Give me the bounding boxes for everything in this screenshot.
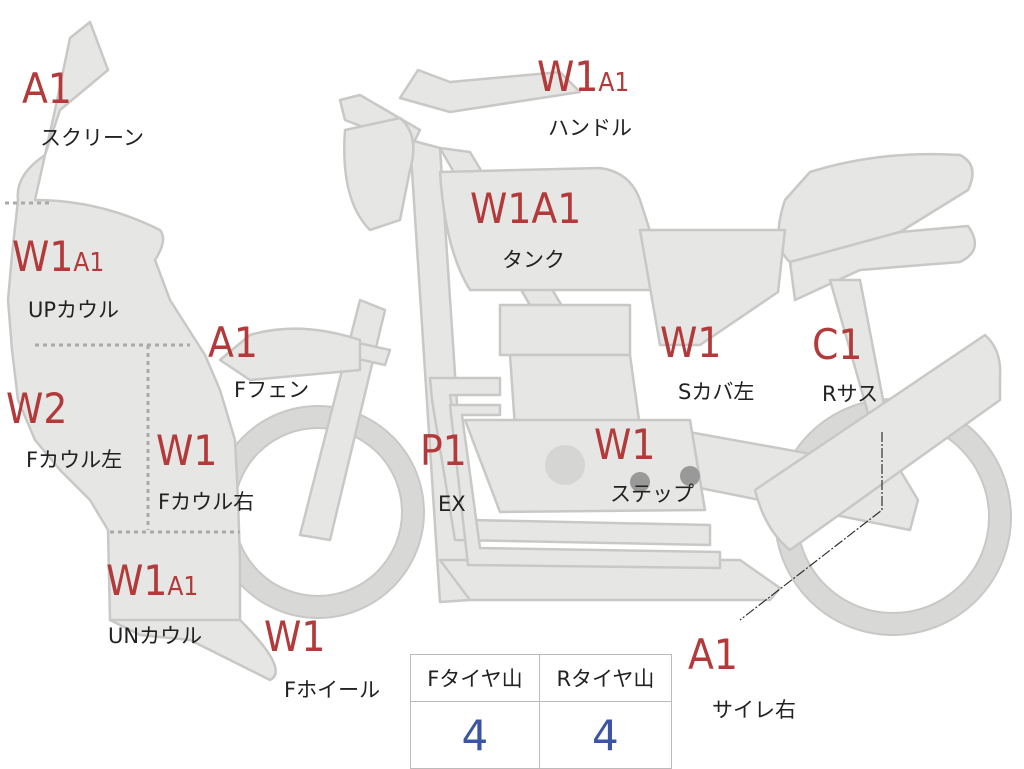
tire-tread-table: Fタイヤ山 Rタイヤ山 4 4: [410, 654, 673, 769]
up-cowl-code: W1A1: [12, 232, 105, 281]
up-cowl-label: UPカウル: [28, 298, 120, 322]
s-cover-left-code: W1: [660, 318, 722, 367]
un-cowl-code: W1A1: [106, 556, 199, 605]
step-label: ステップ: [610, 482, 694, 506]
f-cowl-left-code: W2: [6, 384, 68, 433]
handlebar: [398, 68, 582, 114]
step-code: W1: [594, 420, 656, 469]
tread-value-row: 4 4: [410, 701, 673, 769]
engine: [498, 303, 632, 357]
un-cowl-label: UNカウル: [108, 624, 203, 648]
rear-tire-value: 4: [538, 701, 673, 769]
f-cowl-left-label: Fカウル左: [26, 448, 123, 472]
handle-label: ハンドル: [548, 116, 632, 140]
exhaust-label: EX: [438, 492, 466, 516]
rear-tire-header: Rタイヤ山: [538, 654, 673, 702]
f-wheel-code: W1: [264, 612, 326, 661]
tank-label: タンク: [502, 248, 565, 272]
tread-header-row: Fタイヤ山 Rタイヤ山: [410, 654, 673, 702]
r-suspension-label: Rサス: [822, 382, 879, 406]
f-fender-label: Fフェン: [234, 378, 310, 402]
handle-code: W1A1: [537, 52, 630, 101]
tank: [438, 166, 662, 292]
exhaust-pipe: [428, 376, 712, 547]
tank-code: W1A1: [470, 184, 582, 233]
front-cowl: [6, 20, 242, 627]
f-fender-code: A1: [208, 318, 258, 367]
f-cowl-right-label: Fカウル右: [158, 490, 255, 514]
front-tire-value: 4: [410, 701, 540, 769]
silencer: [753, 333, 1002, 552]
exhaust-code: P1: [420, 426, 467, 475]
screen-code: A1: [22, 64, 72, 113]
screen-label: スクリーン: [40, 126, 144, 150]
f-cowl-right-code: W1: [156, 426, 218, 475]
s-cover-left-label: Sカバ左: [678, 380, 755, 404]
silencer-right-label: サイレ右: [712, 698, 796, 722]
f-wheel-label: Fホイール: [284, 678, 381, 702]
r-suspension-code: C1: [812, 320, 863, 369]
front-tire-header: Fタイヤ山: [410, 654, 540, 702]
silencer-right-code: A1: [688, 630, 738, 679]
